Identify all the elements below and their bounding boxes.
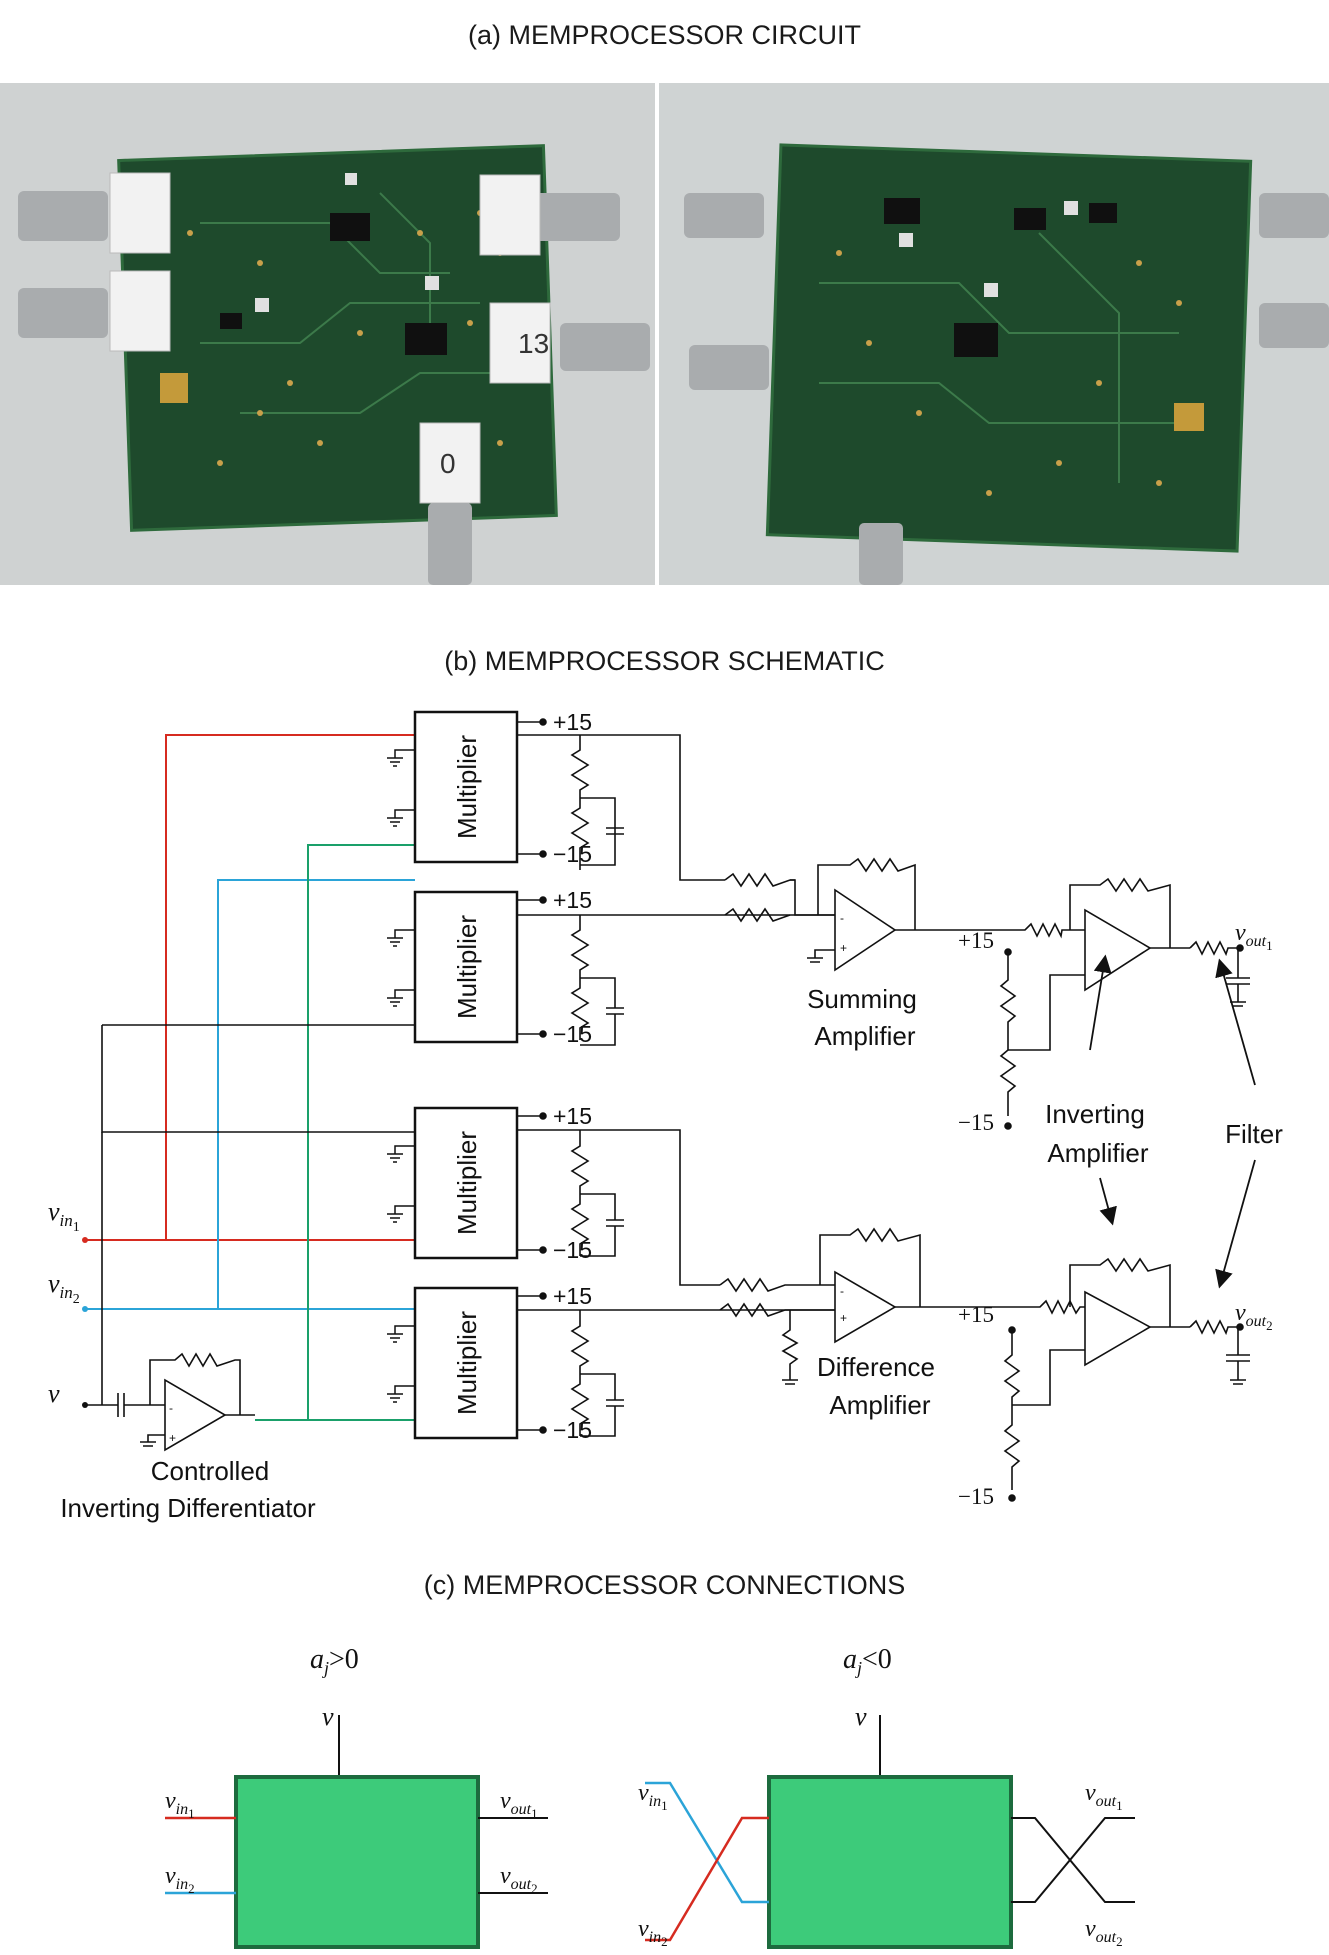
v-label-right: v (855, 1702, 867, 1731)
vout1-conn-right: vout1 (1085, 1780, 1123, 1813)
filter-2 (1189, 1319, 1250, 1385)
v-label-left: v (322, 1702, 334, 1731)
inverting-label-1: Inverting (1045, 1099, 1145, 1129)
rail-pos-inv2: +15 (958, 1302, 994, 1327)
inverting-amplifier-1 (999, 877, 1190, 1130)
sum-opamp-plus: + (840, 941, 847, 955)
rail-neg-inv1: −15 (958, 1110, 994, 1135)
filter-label: Filter (1225, 1119, 1283, 1149)
summing-label-1: Summing (807, 984, 917, 1014)
vout2-conn-left: vout2 (500, 1863, 538, 1896)
memprocessor-block-negative (767, 1775, 1013, 1949)
connector-label-0: 0 (440, 448, 456, 479)
rail-pos-1: +15 (553, 709, 592, 735)
difference-label-1: Difference (817, 1352, 935, 1382)
diff-op-plus: + (169, 1431, 176, 1445)
vout1-conn-left: vout1 (500, 1788, 538, 1821)
memprocessor-schematic: Multiplier Multiplier Multiplier Multipl… (48, 709, 1283, 1523)
pcb-photo-left: 13 0 (0, 83, 655, 585)
vin1-conn-left: vin1 (165, 1788, 195, 1821)
multiplier-label-3: Multiplier (452, 1131, 482, 1235)
inverting-amplifier-2 (1003, 1257, 1190, 1502)
vin2-conn-right: vin2 (638, 1916, 668, 1949)
difference-label-2: Amplifier (829, 1390, 930, 1420)
vin1-conn-right: vin1 (638, 1780, 668, 1813)
pcb-photo-right (659, 83, 1329, 585)
diff-op-minus: - (169, 1401, 173, 1415)
multiplier-block-3 (413, 1106, 519, 1260)
difference-amplifier (719, 1227, 1030, 1385)
summing-amplifier (724, 857, 1005, 972)
sum-opamp-minus: - (840, 911, 844, 925)
diff-opamp-minus: - (840, 1284, 844, 1298)
multiplier-label-2: Multiplier (452, 915, 482, 1019)
vin1-label: vin1 (48, 1197, 80, 1235)
memprocessor-block-positive (234, 1775, 480, 1949)
differentiator-label-1: Controlled (151, 1456, 270, 1486)
vout1-label: vout1 (1235, 920, 1273, 953)
vin2-label: vin2 (48, 1269, 80, 1307)
title-connections: (c) MEMPROCESSOR CONNECTIONS (423, 1570, 906, 1600)
inverting-label-2: Amplifier (1047, 1138, 1148, 1168)
memprocessor-connections: aj>0 v vin1 vin2 vout1 vout2 aj<0 v vin1… (165, 1644, 1135, 1949)
multiplier-block-1 (413, 710, 519, 864)
summing-label-2: Amplifier (814, 1021, 915, 1051)
v-input-label: v (48, 1379, 60, 1408)
rail-pos-3: +15 (553, 1103, 592, 1129)
condition-negative: aj<0 (843, 1644, 892, 1678)
multiplier-label-4: Multiplier (452, 1311, 482, 1415)
rail-pos-4: +15 (553, 1283, 592, 1309)
multiplier-block-4 (413, 1286, 519, 1440)
rail-pos-inv1: +15 (958, 928, 994, 953)
filter-1 (1189, 940, 1250, 1007)
title-schematic: (b) MEMPROCESSOR SCHEMATIC (444, 646, 885, 676)
vout2-label: vout2 (1235, 1300, 1273, 1333)
differentiator-label-2: Inverting Differentiator (60, 1493, 316, 1523)
connector-label-13: 13 (518, 328, 549, 359)
vout2-conn-right: vout2 (1085, 1916, 1123, 1949)
multiplier-label-1: Multiplier (452, 735, 482, 839)
condition-positive: aj>0 (310, 1644, 359, 1678)
rail-neg-inv2: −15 (958, 1484, 994, 1509)
vin2-conn-left: vin2 (165, 1863, 195, 1896)
diff-opamp-plus: + (840, 1311, 847, 1325)
controlled-inverting-differentiator (85, 1132, 255, 1452)
multiplier-block-2 (413, 890, 519, 1044)
title-circuit: (a) MEMPROCESSOR CIRCUIT (467, 20, 862, 50)
rail-pos-2: +15 (553, 887, 592, 913)
